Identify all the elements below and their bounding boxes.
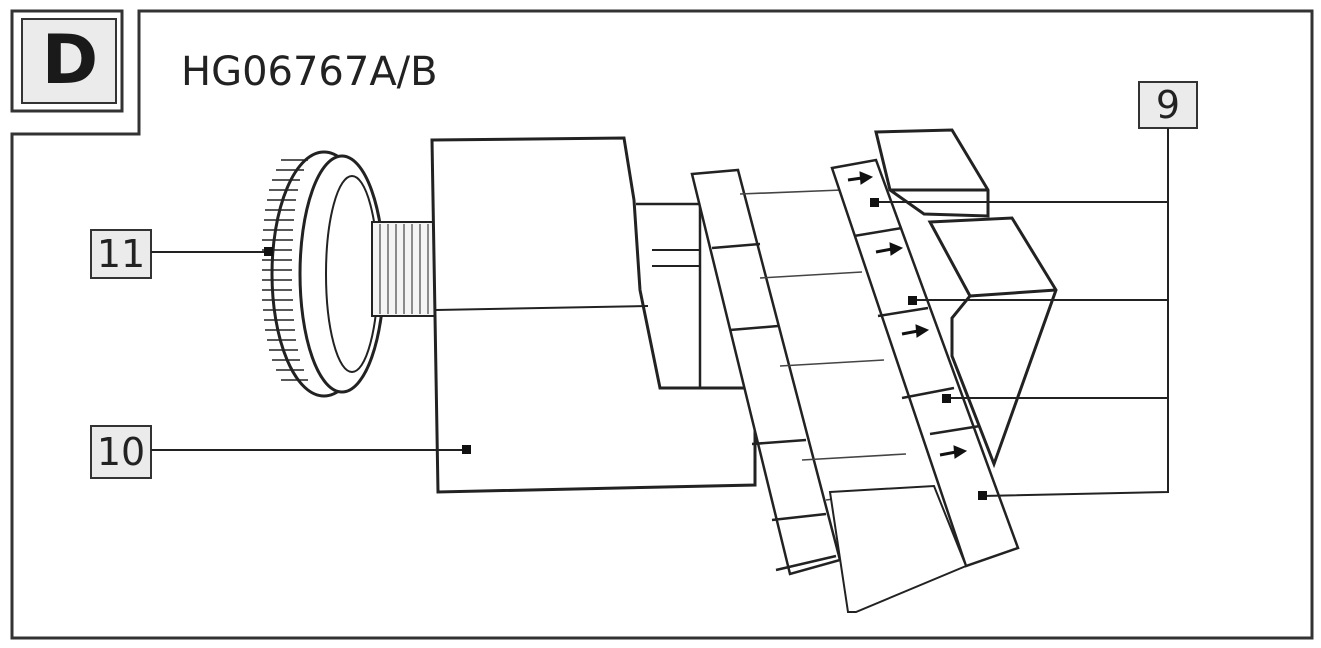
- callout-label-11: 11: [96, 232, 146, 276]
- callout-label-10: 10: [96, 430, 146, 474]
- callout-label-9: 9: [1155, 83, 1181, 127]
- button-blocks: [874, 128, 1058, 469]
- leader-dots: [264, 198, 987, 500]
- knurled-knob: [262, 150, 386, 398]
- leader-lines: [151, 128, 1169, 497]
- arrow-icons: [847, 171, 968, 459]
- section-letter: D: [41, 21, 99, 100]
- housing-block: [430, 136, 757, 494]
- callout-box-11: [90, 229, 152, 279]
- threaded-shaft: [371, 221, 437, 317]
- model-number: HG06767A/B: [181, 49, 438, 95]
- callout-box-10: [90, 425, 152, 479]
- slat-strip-rear: [690, 168, 842, 576]
- diagram-border: [10, 9, 1314, 640]
- slat-strip-front: [828, 158, 1020, 613]
